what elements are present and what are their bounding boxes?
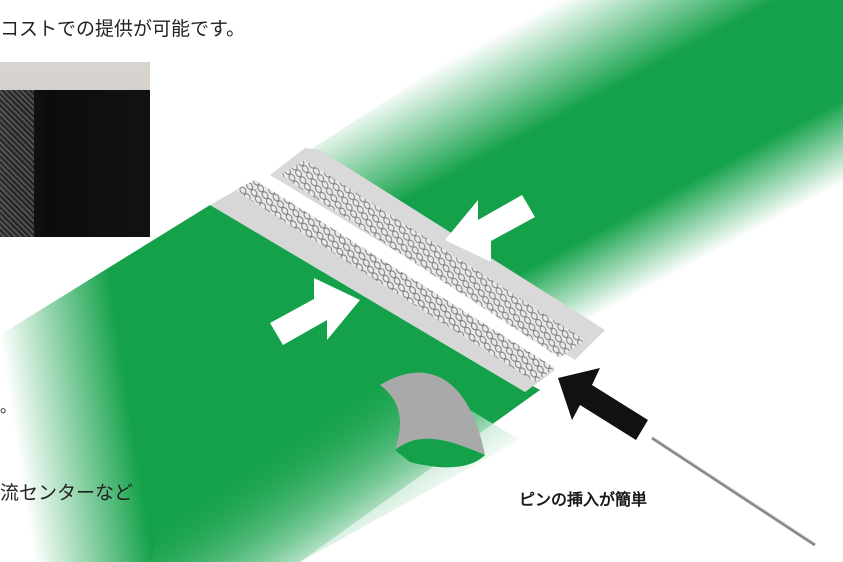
lower-lacing-coils — [235, 180, 555, 382]
arrow-left-icon-shape — [445, 195, 535, 262]
pin-rod — [651, 436, 816, 547]
header-text-fragment: コストでの提供が可能です。 — [0, 18, 246, 40]
upper-belt — [310, 0, 843, 340]
body-text-fragment: 。 — [0, 397, 17, 416]
lower-lacing-strip — [210, 185, 555, 392]
pin-insertion-label: ピンの挿入が簡単 — [519, 490, 648, 509]
arrow-up-left-icon — [558, 368, 648, 440]
arrow-right-icon — [270, 278, 360, 345]
upper-lacing-coils — [280, 160, 585, 358]
belt-photo-edge — [0, 90, 34, 237]
pin-highlight — [651, 435, 816, 544]
footer-text-fragment: 流センターなど — [0, 482, 134, 504]
belt-photo — [0, 62, 150, 237]
peeled-corner-underside — [395, 438, 485, 468]
peeled-corner — [380, 372, 485, 455]
